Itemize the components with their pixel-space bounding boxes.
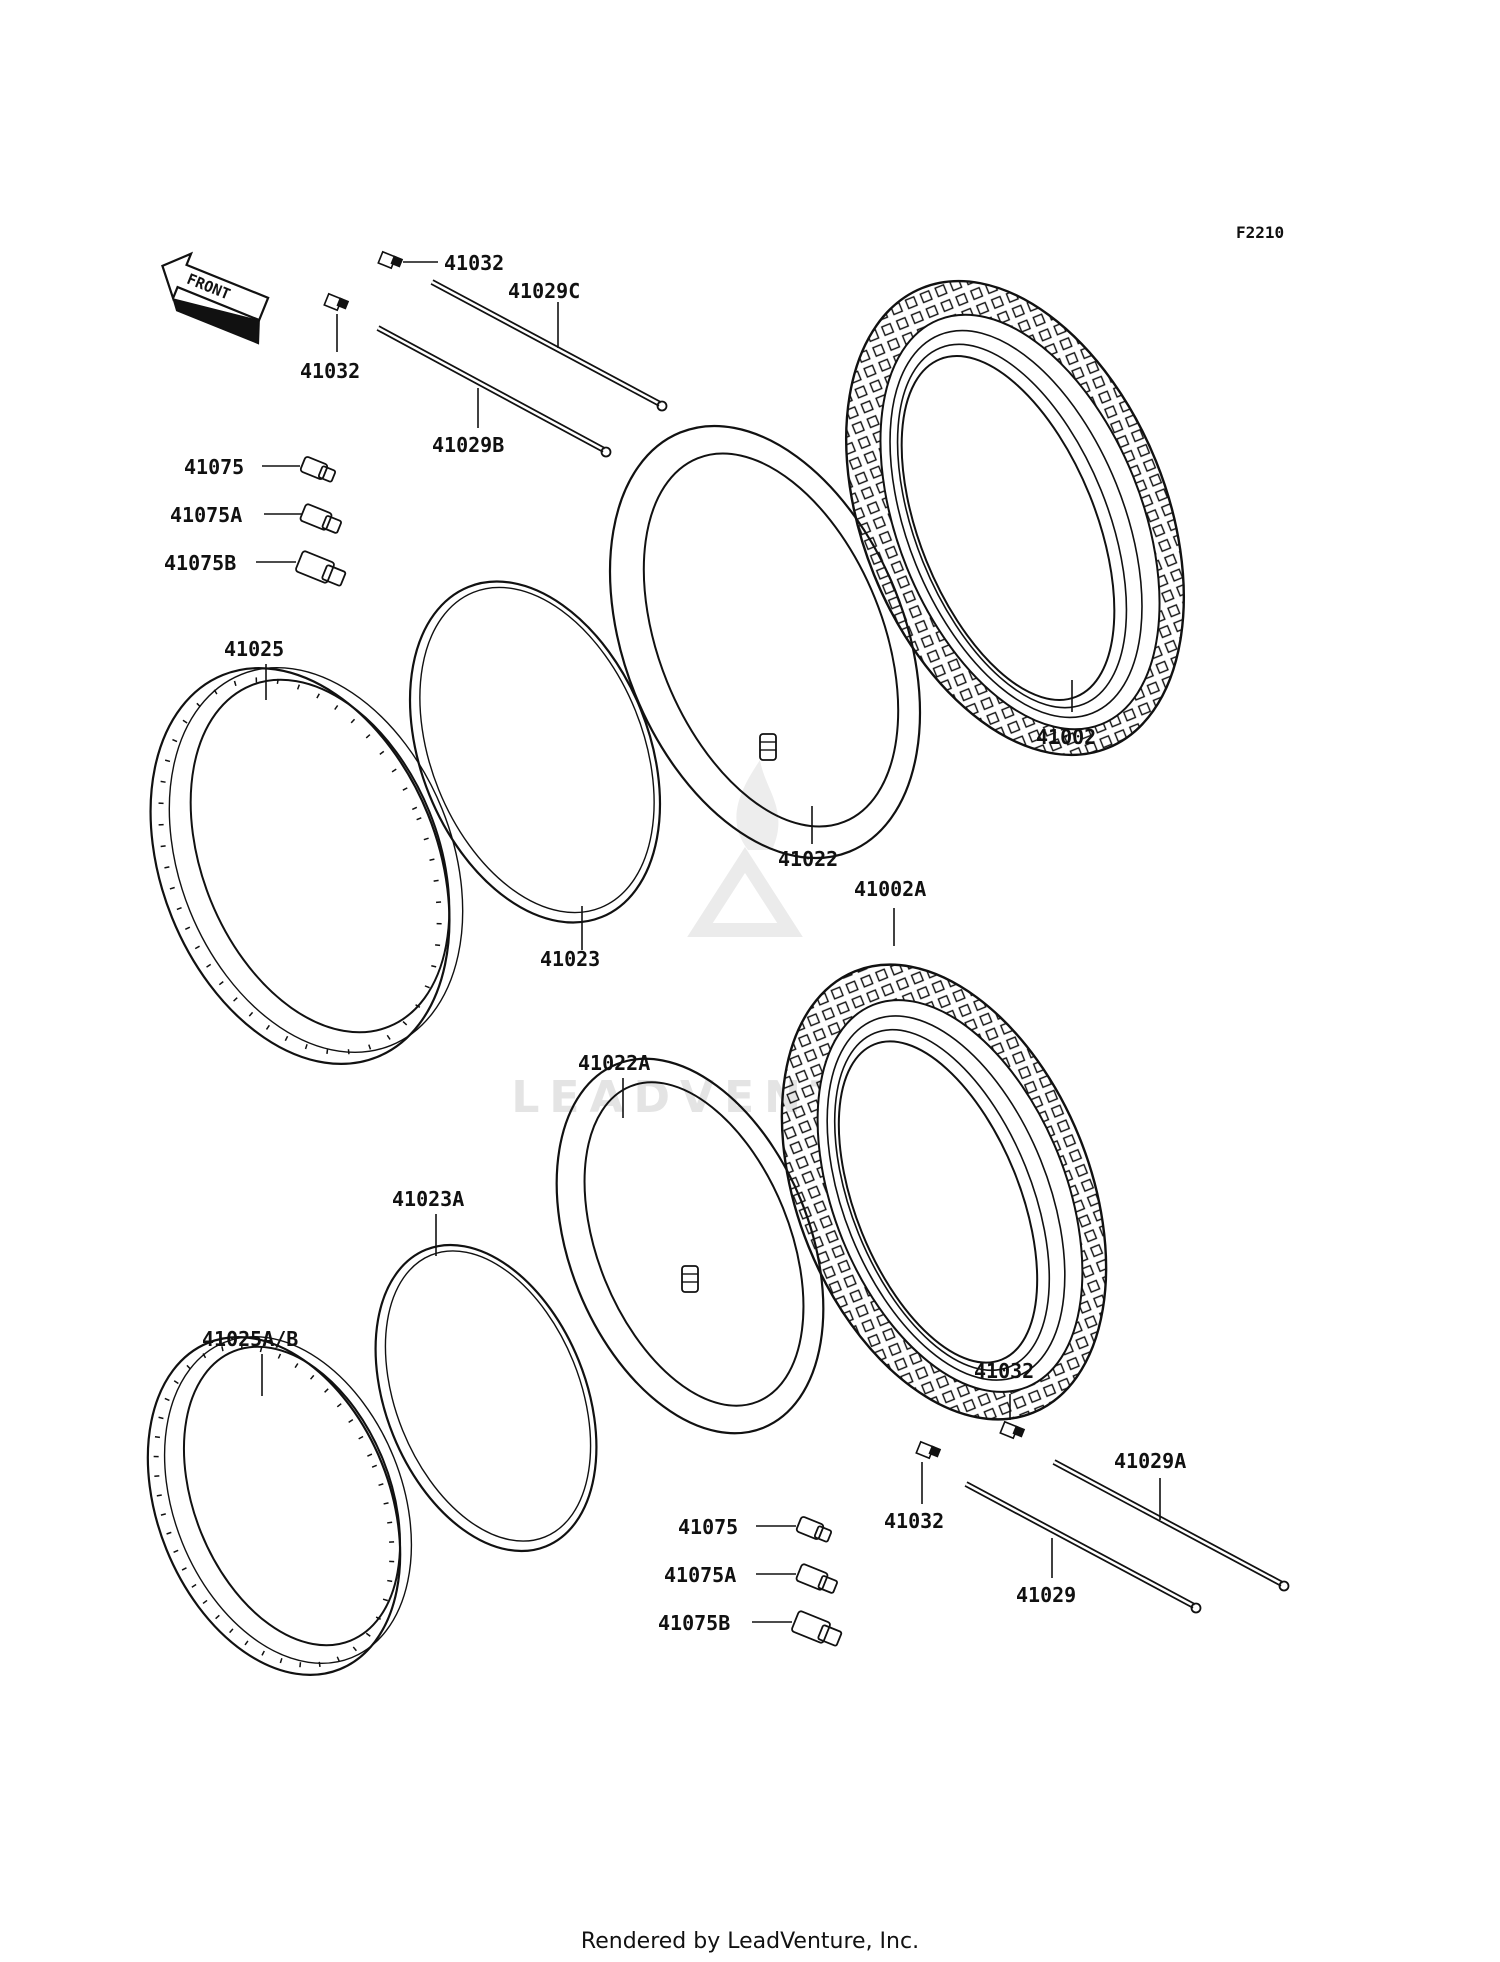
nipple-41032-right-bottom — [915, 1440, 942, 1460]
label-41002: 41002 — [1036, 725, 1096, 749]
label-41029b: 41029B — [432, 433, 504, 457]
weight-41075b-bottom — [791, 1610, 843, 1647]
footer-credit: Rendered by LeadVenture, Inc. — [581, 1929, 919, 1954]
figure-number: F2210 — [1236, 223, 1284, 242]
label-41022a: 41022A — [578, 1051, 650, 1075]
label-41029c: 41029C — [508, 279, 580, 303]
tube-valve-41022a — [681, 1265, 699, 1293]
weight-41075b-top — [295, 550, 347, 587]
label-41029: 41029 — [1016, 1583, 1076, 1607]
label-41023: 41023 — [540, 947, 600, 971]
rim-41025 — [149, 666, 464, 1065]
label-41025: 41025 — [224, 637, 284, 661]
label-41075-top: 41075 — [184, 455, 244, 479]
label-41032-right-bottom: 41032 — [884, 1509, 944, 1533]
spoke-41029a — [1052, 1459, 1290, 1592]
spoke-41029b — [376, 325, 612, 458]
label-41075a-bottom: 41075A — [664, 1563, 736, 1587]
weight-41075a-bottom — [795, 1563, 838, 1594]
label-41002a: 41002A — [854, 877, 926, 901]
label-41075a-top: 41075A — [170, 503, 242, 527]
label-41032-right-top: 41032 — [974, 1359, 1034, 1383]
rim-band-41023 — [408, 580, 662, 924]
nipple-41032-top — [377, 250, 404, 270]
rim-41025ab — [146, 1335, 413, 1676]
label-41075b-top: 41075B — [164, 551, 236, 575]
nipple-41032-left — [323, 292, 350, 312]
spoke-41029c — [430, 279, 668, 412]
tube-valve-41022 — [759, 733, 777, 761]
label-41032-top: 41032 — [444, 251, 504, 275]
weight-41075a-top — [299, 503, 342, 534]
tire-41002 — [845, 279, 1185, 757]
front-arrow: FRONT — [161, 251, 270, 345]
label-41032-left: 41032 — [300, 359, 360, 383]
label-41022: 41022 — [778, 847, 838, 871]
rim-band-41023a — [374, 1243, 598, 1553]
label-41025ab: 41025A/B — [202, 1327, 298, 1351]
label-41023a: 41023A — [392, 1187, 464, 1211]
label-41029a: 41029A — [1114, 1449, 1186, 1473]
inner-tube-41022a — [555, 1057, 825, 1435]
label-41075-bottom: 41075 — [678, 1515, 738, 1539]
weight-41075-top — [299, 456, 337, 483]
nipple-41032-right-top — [999, 1420, 1026, 1440]
label-41075b-bottom: 41075B — [658, 1611, 730, 1635]
tire-41002a — [780, 963, 1108, 1421]
spoke-41029 — [964, 1481, 1202, 1614]
weight-41075-bottom — [795, 1516, 833, 1543]
